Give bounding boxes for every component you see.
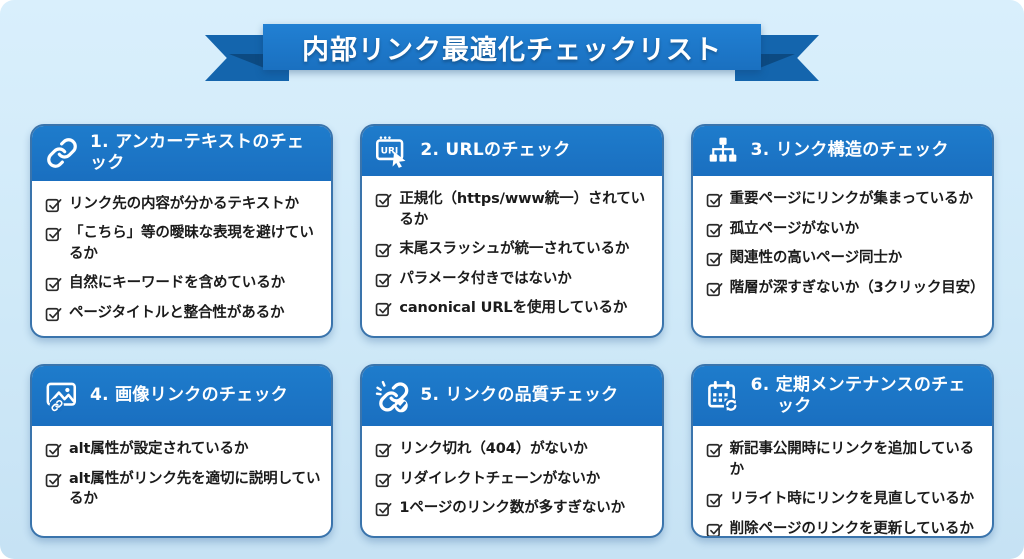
url-icon-label: URI <box>381 147 399 157</box>
card-link-quality: 5. リンクの品質チェック リンク切れ（404）がないか リダイレクトチェーンが… <box>360 364 664 538</box>
checklist-item-label: 階層が深すぎないか（3クリック目安） <box>729 279 985 296</box>
card-header: URI 2. URLのチェック <box>362 126 662 176</box>
card-title: 1. アンカーテキストのチェック <box>90 132 305 174</box>
checkbox-checked-icon <box>705 249 724 268</box>
checklist-item-label: 削除ページのリンクを更新しているか <box>729 520 974 537</box>
page-title: 内部リンク最適化チェックリスト <box>302 34 722 66</box>
checklist-item: 関連性の高いページ同士か <box>705 248 988 269</box>
card-title: 4. 画像リンクのチェック <box>90 385 289 406</box>
checklist: 新記事公開時にリンクを追加しているか リライト時にリンクを見直しているか 削除ペ… <box>693 426 992 537</box>
checkbox-checked-icon <box>705 220 724 239</box>
checklist-item-label: alt属性が設定されているか <box>69 441 249 457</box>
checkbox-checked-icon <box>374 470 393 489</box>
checkbox-checked-icon <box>705 440 724 459</box>
checkbox-checked-icon <box>44 274 63 293</box>
url-window-icon: URI <box>374 133 410 169</box>
card-maintenance: 6. 定期メンテナンスのチェック 新記事公開時にリンクを追加しているか リライト… <box>690 364 994 538</box>
broken-link-check-icon <box>374 378 410 414</box>
card-link-structure: 3. リンク構造のチェック 重要ページにリンクが集まっているか 孤立ページがない… <box>690 124 994 338</box>
calendar-refresh-icon <box>705 378 741 414</box>
checkbox-checked-icon <box>374 499 393 518</box>
checklist-item: 自然にキーワードを含めているか <box>44 273 327 294</box>
checklist-item: 階層が深すぎないか（3クリック目安） <box>705 278 988 299</box>
checklist-item-label: リンク切れ（404）がないか <box>399 441 588 457</box>
card-anchor-text: 1. アンカーテキストのチェック リンク先の内容が分かるテキストか 「こちら」等… <box>30 124 334 338</box>
checklist-item-label: 自然にキーワードを含めているか <box>69 275 285 292</box>
checklist-item: リンク切れ（404）がないか <box>374 439 657 460</box>
checklist-item-label: 関連性の高いページ同士か <box>729 250 903 267</box>
checklist-item: 新記事公開時にリンクを追加しているか <box>705 439 988 480</box>
checkbox-checked-icon <box>44 304 63 323</box>
checklist-item-label: 正規化（https/www統一）されているか <box>399 191 646 228</box>
image-link-icon <box>44 378 80 414</box>
checklist: リンク切れ（404）がないか リダイレクトチェーンがないか 1ページのリンク数が… <box>362 426 661 536</box>
checklist-item: 末尾スラッシュが統一されているか <box>374 239 657 260</box>
chain-link-icon <box>44 135 80 171</box>
checkbox-checked-icon <box>374 240 393 259</box>
checkbox-checked-icon <box>374 270 393 289</box>
checklist-item: alt属性が設定されているか <box>44 439 327 460</box>
checkbox-checked-icon <box>44 470 63 489</box>
card-title: 2. URLのチェック <box>420 140 571 161</box>
checkbox-checked-icon <box>44 224 63 243</box>
checklist-item: 正規化（https/www統一）されているか <box>374 189 657 230</box>
checklist-item-label: 1ページのリンク数が多すぎないか <box>399 500 626 517</box>
checklist: 重要ページにリンクが集まっているか 孤立ページがないか 関連性の高いページ同士か… <box>693 176 992 336</box>
checklist-item-label: リンク先の内容が分かるテキストか <box>69 195 299 212</box>
checkbox-checked-icon <box>44 440 63 459</box>
checklist-item-label: alt属性がリンク先を適切に説明しているか <box>69 470 321 508</box>
card-header: 3. リンク構造のチェック <box>692 126 992 176</box>
checklist-item-label: 末尾スラッシュが統一されているか <box>399 241 630 258</box>
checklist-grid: 1. アンカーテキストのチェック リンク先の内容が分かるテキストか 「こちら」等… <box>30 124 994 538</box>
checklist-item: リダイレクトチェーンがないか <box>374 469 657 490</box>
checklist-item: 1ページのリンク数が多すぎないか <box>374 498 657 519</box>
checklist-item-label: 重要ページにリンクが集まっているか <box>729 191 973 207</box>
checklist-item-label: 新記事公開時にリンクを追加しているか <box>729 441 975 478</box>
checklist-item: パラメータ付きではないか <box>374 269 657 290</box>
card-title: 6. 定期メンテナンスのチェック <box>750 374 966 416</box>
checklist: 正規化（https/www統一）されているか 末尾スラッシュが統一されているか … <box>362 176 661 336</box>
checklist-item: リンク先の内容が分かるテキストか <box>44 194 327 215</box>
checklist-item: alt属性がリンク先を適切に説明しているか <box>44 469 327 510</box>
checkbox-checked-icon <box>374 440 393 459</box>
checklist: リンク先の内容が分かるテキストか 「こちら」等の曖昧な表現を避けているか 自然に… <box>32 181 331 337</box>
checkbox-checked-icon <box>374 299 393 318</box>
card-url: URI 2. URLのチェック 正規化（https/www統一）されているか 末… <box>360 124 664 338</box>
checklist-item: リライト時にリンクを見直しているか <box>705 489 988 510</box>
card-header: 6. 定期メンテナンスのチェック <box>692 366 992 426</box>
checklist-item-label: パラメータ付きではないか <box>399 270 572 287</box>
checklist-item: canonical URLを使用しているか <box>374 298 657 319</box>
card-title: 5. リンクの品質チェック <box>420 385 619 406</box>
checklist-item-label: 孤立ページがないか <box>729 220 859 237</box>
checklist-item: 孤立ページがないか <box>705 219 988 240</box>
checklist-item-label: リダイレクトチェーンがないか <box>399 470 601 487</box>
ribbon-band: 内部リンク最適化チェックリスト <box>263 24 761 70</box>
card-title: 3. リンク構造のチェック <box>750 140 949 161</box>
checklist-item-label: canonical URLを使用しているか <box>399 300 628 317</box>
card-header: 5. リンクの品質チェック <box>362 366 662 426</box>
checklist-item: 削除ページのリンクを更新しているか <box>705 519 988 537</box>
checkbox-checked-icon <box>374 190 393 209</box>
title-ribbon: 内部リンク最適化チェックリスト <box>205 24 819 110</box>
checklist-item-label: 「こちら」等の曖昧な表現を避けているか <box>69 225 314 262</box>
card-header: 4. 画像リンクのチェック <box>32 366 332 426</box>
checklist-item: ページタイトルと整合性があるか <box>44 303 327 324</box>
checkbox-checked-icon <box>44 195 63 214</box>
card-header: 1. アンカーテキストのチェック <box>32 126 332 181</box>
checklist-item-label: リライト時にリンクを見直しているか <box>729 491 975 508</box>
checkbox-checked-icon <box>705 190 724 209</box>
checkbox-checked-icon <box>705 520 724 536</box>
checklist-item-label: ページタイトルと整合性があるか <box>69 304 285 321</box>
checklist-item: 「こちら」等の曖昧な表現を避けているか <box>44 223 327 264</box>
checklist-item: 重要ページにリンクが集まっているか <box>705 189 988 210</box>
checkbox-checked-icon <box>705 490 724 509</box>
checklist: alt属性が設定されているか alt属性がリンク先を適切に説明しているか <box>32 426 331 536</box>
card-image-links: 4. 画像リンクのチェック alt属性が設定されているか alt属性がリンク先を… <box>30 364 334 538</box>
sitemap-icon <box>705 133 741 169</box>
checkbox-checked-icon <box>705 279 724 298</box>
